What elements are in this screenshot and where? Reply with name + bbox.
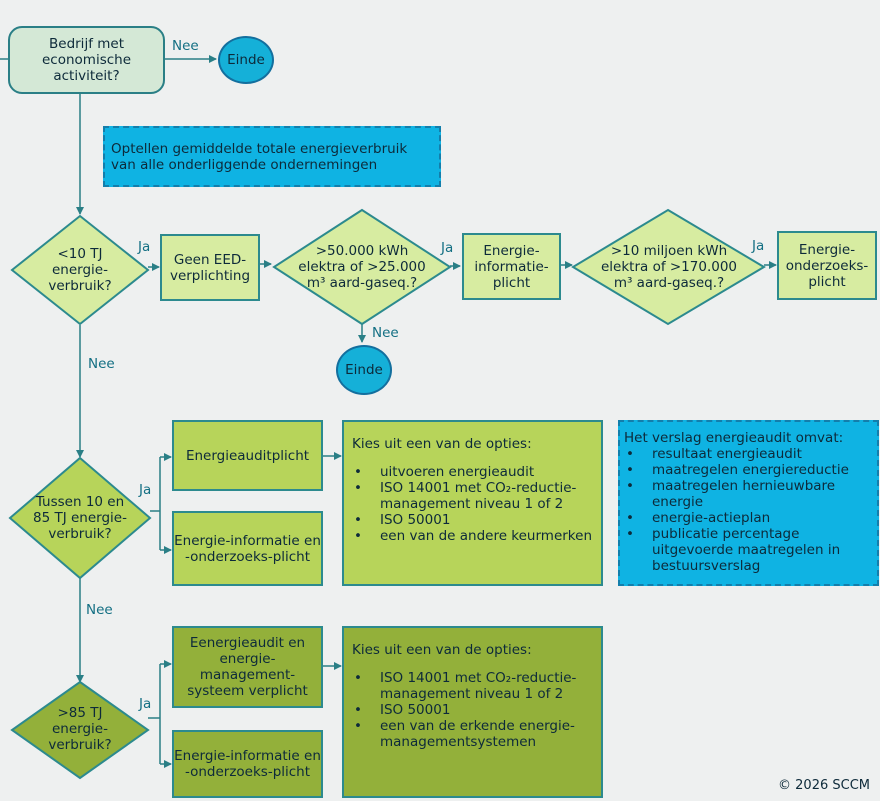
label-no-start: Nee	[172, 38, 199, 54]
decision-d5	[10, 680, 150, 780]
d4-label: Tussen 10 en 85 TJ energie-verbruik?	[33, 494, 127, 542]
label-no-d4: Nee	[86, 602, 113, 618]
d1-label: <10 TJ energie-verbruik?	[48, 246, 112, 294]
list-item: maatregelen hernieuwbare energie	[626, 478, 873, 510]
end-node-2: Einde	[336, 345, 392, 395]
sum-note: Optellen gemiddelde totale energieverbru…	[103, 126, 441, 187]
decision-d2	[272, 208, 452, 326]
list-item: resultaat energieaudit	[626, 446, 873, 462]
start-node: Bedrijf met economische activiteit?	[8, 26, 165, 94]
start-label: Bedrijf met economische activiteit?	[41, 36, 132, 84]
sum-note-text: Optellen gemiddelde totale energieverbru…	[111, 140, 408, 173]
label-yes-d1: Ja	[138, 239, 151, 255]
options-list-2: ISO 14001 met CO₂-reductie-management ni…	[352, 670, 593, 750]
label-yes-d4: Ja	[139, 482, 152, 498]
list-item: ISO 50001	[354, 702, 593, 718]
options-title-1: Kies uit een van de opties:	[352, 436, 532, 452]
info-duty-label: Energie-informatie-plicht	[474, 242, 549, 291]
label-no-d1: Nee	[88, 356, 115, 372]
options-box-1: Kies uit een van de opties: uitvoeren en…	[342, 420, 603, 586]
list-item: een van de andere keurmerken	[354, 528, 593, 544]
label-yes-d3: Ja	[752, 238, 765, 254]
list-item: maatregelen energiereductie	[626, 462, 873, 478]
audit-ems-box: Eenergieaudit en energie-management-syst…	[172, 626, 323, 708]
audit-duty-box: Energieauditplicht	[172, 420, 323, 491]
list-item: een van de erkende energie-managementsys…	[354, 718, 593, 750]
list-item: ISO 50001	[354, 512, 593, 528]
report-note: Het verslag energieaudit omvat: resultaa…	[618, 420, 879, 586]
list-item: ISO 14001 met CO₂-reductie-management ni…	[354, 670, 593, 702]
end-label-1: Einde	[227, 52, 265, 68]
report-list: resultaat energieaudit maatregelen energ…	[624, 446, 873, 574]
d5-label: >85 TJ energie-verbruik?	[48, 705, 112, 753]
copyright: © 2026 SCCM	[778, 778, 870, 793]
info-research-box-1: Energie-informatie en -onderzoeks-plicht	[172, 511, 323, 586]
label-yes-d2: Ja	[441, 240, 454, 256]
decision-d1	[10, 214, 150, 326]
research-duty-box: Energie-onderzoeks-plicht	[777, 231, 877, 300]
end-node-1: Einde	[218, 36, 274, 84]
d3-label: >10 miljoen kWh elektra of >170.000 m³ a…	[600, 243, 738, 291]
decision-d3	[571, 208, 766, 326]
options-title-2: Kies uit een van de opties:	[352, 642, 532, 658]
decision-d4	[8, 456, 152, 580]
audit-duty-label: Energieauditplicht	[185, 447, 310, 464]
info-duty-box: Energie-informatie-plicht	[462, 233, 561, 300]
no-eed-label: Geen EED-verplichting	[169, 251, 251, 284]
research-duty-label: Energie-onderzoeks-plicht	[785, 241, 869, 290]
options-list-1: uitvoeren energieaudit ISO 14001 met CO₂…	[352, 464, 593, 544]
info-research-label-2: Energie-informatie en -onderzoeks-plicht	[174, 748, 321, 780]
list-item: ISO 14001 met CO₂-reductie-management ni…	[354, 480, 593, 512]
no-eed-box: Geen EED-verplichting	[160, 234, 260, 301]
audit-ems-label: Eenergieaudit en energie-management-syst…	[187, 635, 308, 699]
info-research-box-2: Energie-informatie en -onderzoeks-plicht	[172, 730, 323, 798]
end-label-2: Einde	[345, 362, 383, 378]
list-item: publicatie percentage uitgevoerde maatre…	[626, 526, 873, 574]
d2-label: >50.000 kWh elektra of >25.000 m³ aard-g…	[298, 243, 426, 291]
list-item: uitvoeren energieaudit	[354, 464, 593, 480]
report-title: Het verslag energieaudit omvat:	[624, 430, 844, 446]
info-research-label-1: Energie-informatie en -onderzoeks-plicht	[174, 532, 321, 565]
list-item: energie-actieplan	[626, 510, 873, 526]
label-yes-d5: Ja	[139, 696, 152, 712]
label-no-d2: Nee	[372, 325, 399, 341]
options-box-2: Kies uit een van de opties: ISO 14001 me…	[342, 626, 603, 798]
